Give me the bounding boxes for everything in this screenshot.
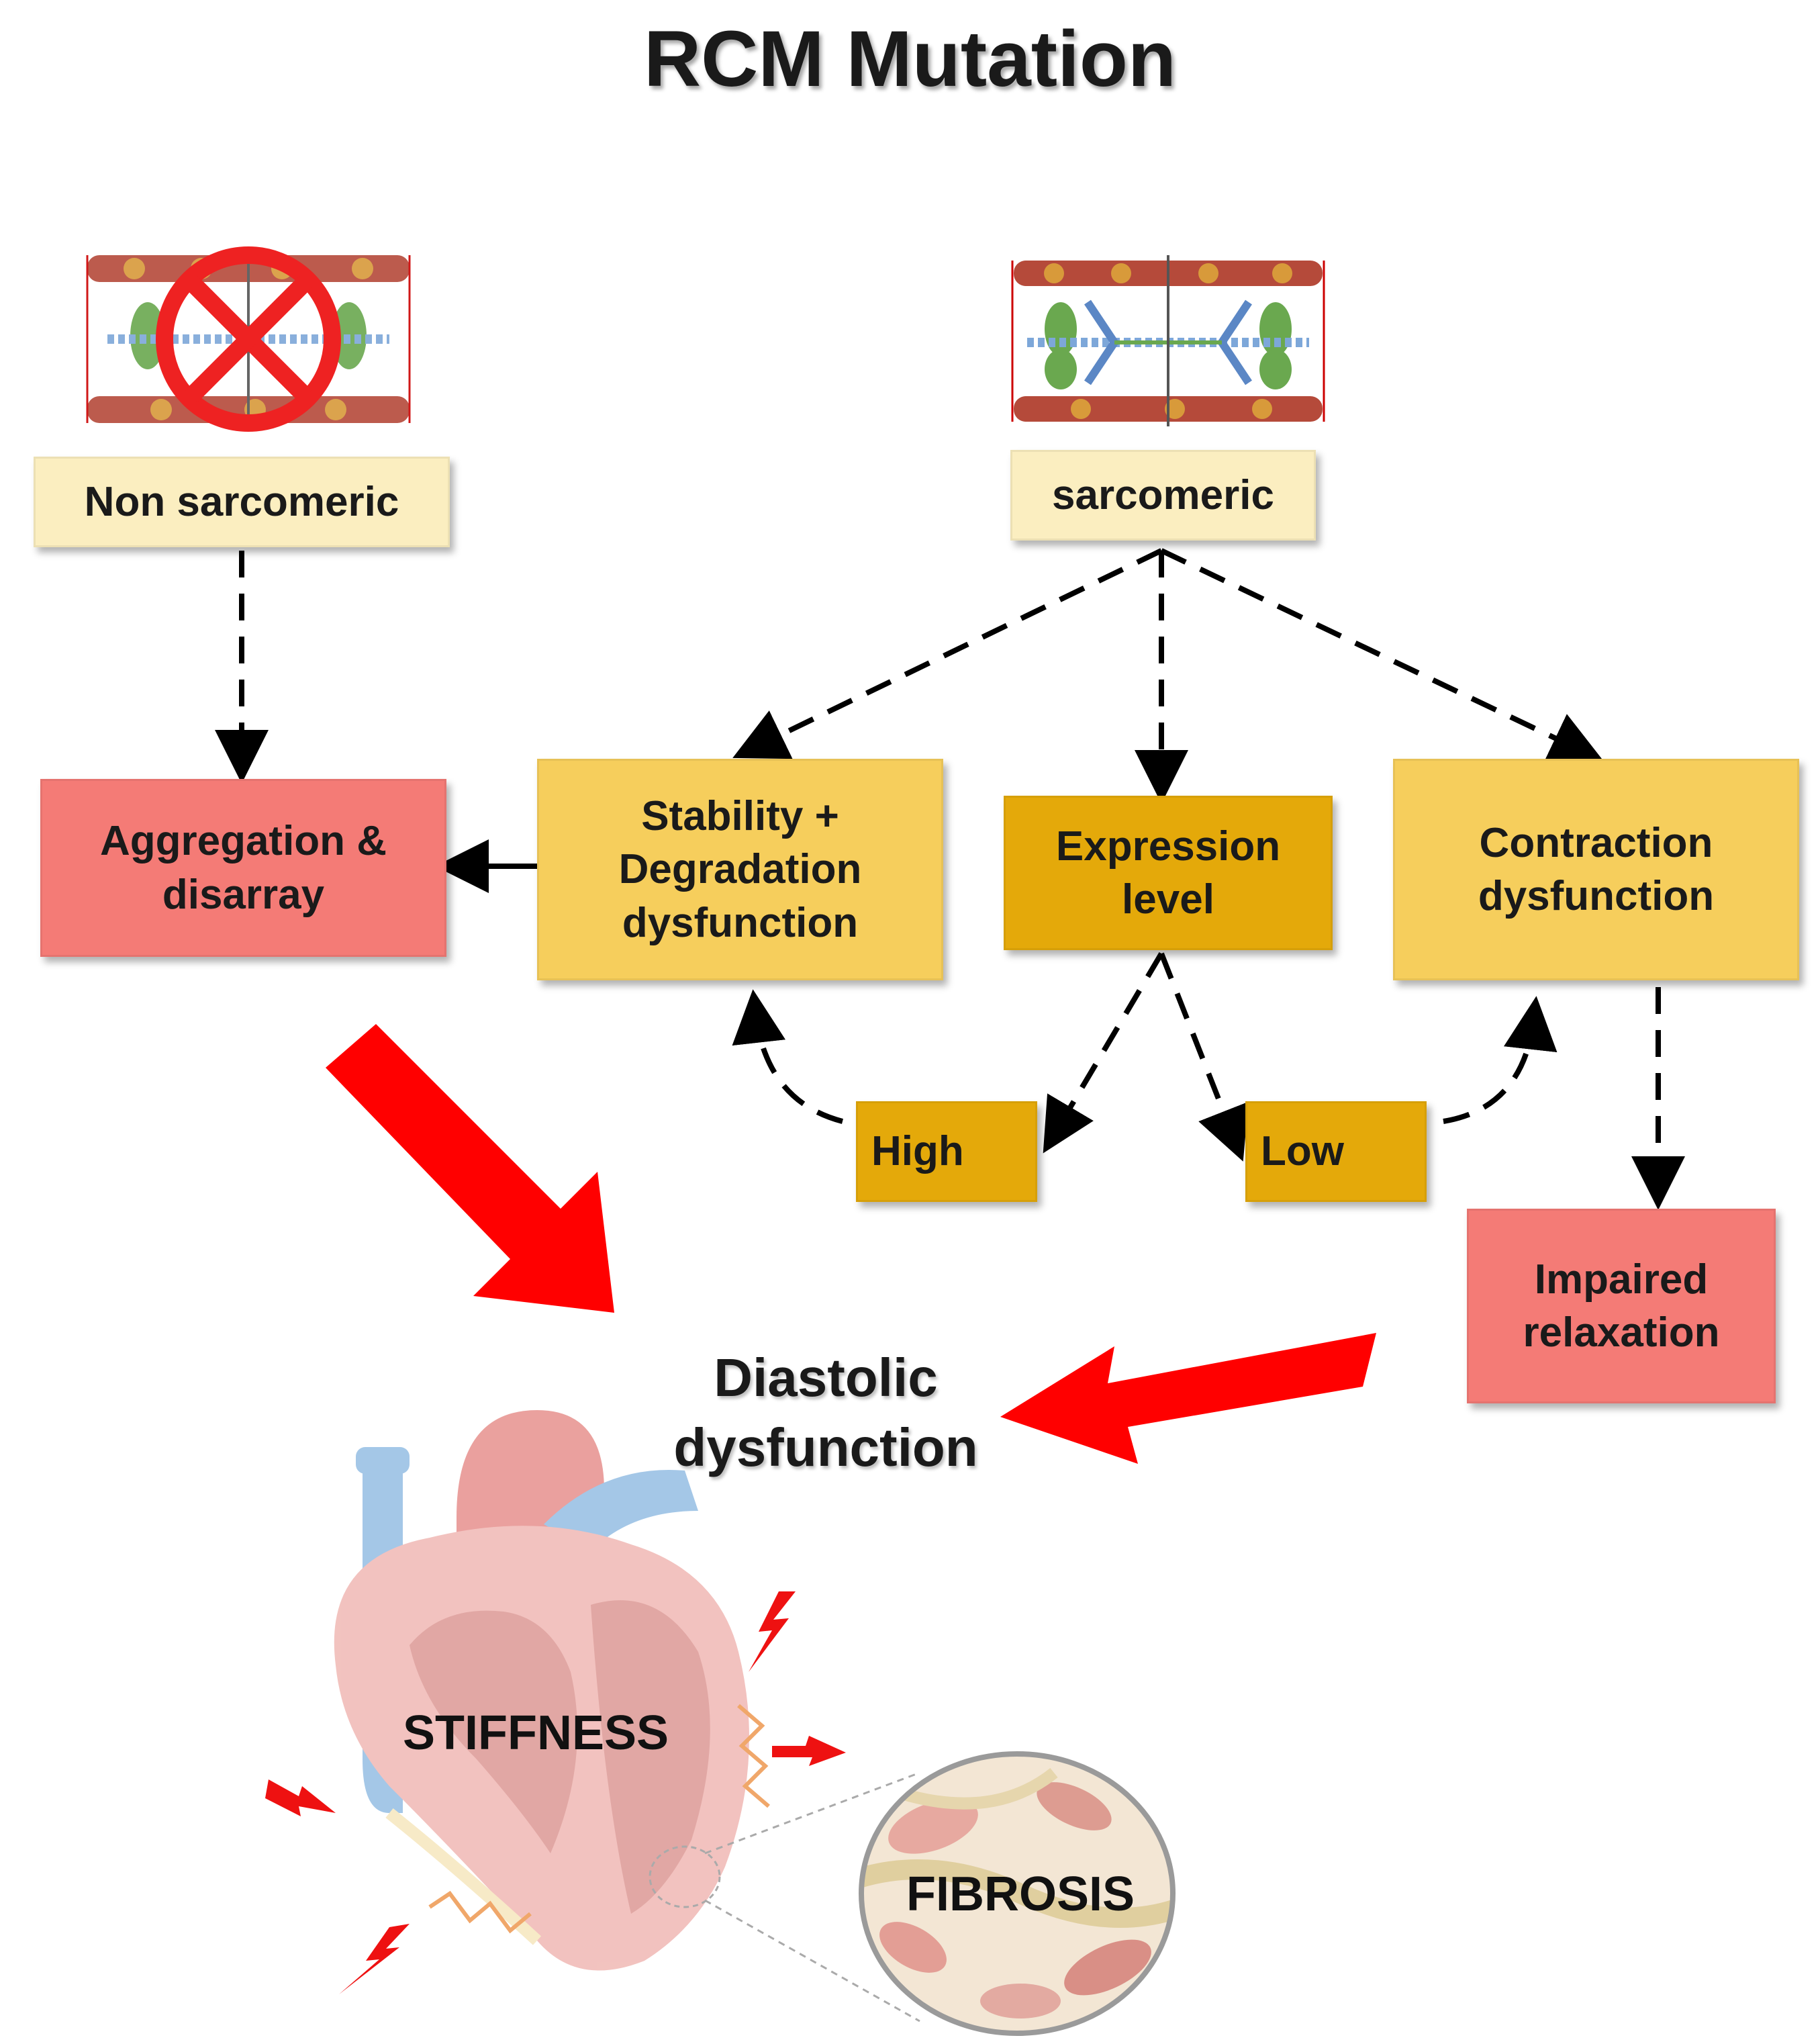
diagram-title: RCM Mutation	[643, 15, 1177, 103]
aggregation-box: Aggregation & disarray	[40, 779, 446, 957]
lightning-bolt-icon	[749, 1591, 796, 1672]
stability-box: Stability + Degradation dysfunction	[537, 759, 943, 980]
high-box: High	[856, 1101, 1037, 1202]
edge-expression-to-low	[1159, 952, 1249, 1162]
red-arrow-impaired-to-diastolic	[1000, 1333, 1376, 1464]
edge-sarco-to-contraction	[1160, 548, 1604, 763]
lightning-bolt-icon	[265, 1779, 336, 1816]
fibrosis-magnified-tissue	[859, 1751, 1176, 2036]
sarcomeric-label: sarcomeric	[1052, 471, 1274, 518]
zigzag-stress-line	[428, 1890, 532, 1934]
diastolic-dysfunction-label: Diastolic dysfunction	[673, 1348, 978, 1477]
sarcomeric-box: sarcomeric	[1010, 450, 1316, 541]
contraction-label: Contraction dysfunction	[1478, 819, 1715, 919]
red-arrow-aggregation-to-diastolic	[326, 1024, 614, 1313]
contraction-box: Contraction dysfunction	[1393, 759, 1799, 980]
magnifier-spot	[649, 1845, 721, 1908]
impaired-relaxation-label: Impaired relaxation	[1523, 1256, 1720, 1356]
magnifier-line	[704, 1771, 920, 1855]
sarcomere-crossed-out-icon	[81, 242, 416, 436]
low-box: Low	[1245, 1101, 1427, 1202]
edge-high-to-stability	[732, 989, 844, 1124]
impaired-relaxation-box: Impaired relaxation	[1467, 1209, 1776, 1403]
lightning-bolt-icon	[339, 1924, 410, 1994]
heart-illustration	[334, 1410, 749, 1971]
magnifier-line	[704, 1899, 920, 2023]
stability-label: Stability + Degradation dysfunction	[618, 792, 862, 946]
high-label: High	[871, 1128, 964, 1175]
edge-low-to-contraction	[1443, 996, 1558, 1124]
stiffness-label: STIFFNESS	[403, 1706, 669, 1760]
expression-level-label: Expression level	[1055, 823, 1281, 923]
edge-sarco-to-stability	[732, 548, 1163, 759]
edge-expression-to-high	[1043, 951, 1164, 1154]
non-sarcomeric-box: Non sarcomeric	[34, 457, 450, 547]
zigzag-stress-line	[737, 1704, 770, 1808]
non-sarcomeric-label: Non sarcomeric	[84, 478, 399, 525]
expression-level-box: Expression level	[1004, 796, 1333, 950]
low-label: Low	[1261, 1128, 1344, 1175]
aggregation-label: Aggregation & disarray	[99, 818, 387, 918]
sarcomere-icon	[1007, 248, 1329, 433]
lightning-bolt-icon	[772, 1736, 846, 1766]
fibrosis-label: FIBROSIS	[906, 1867, 1135, 1921]
